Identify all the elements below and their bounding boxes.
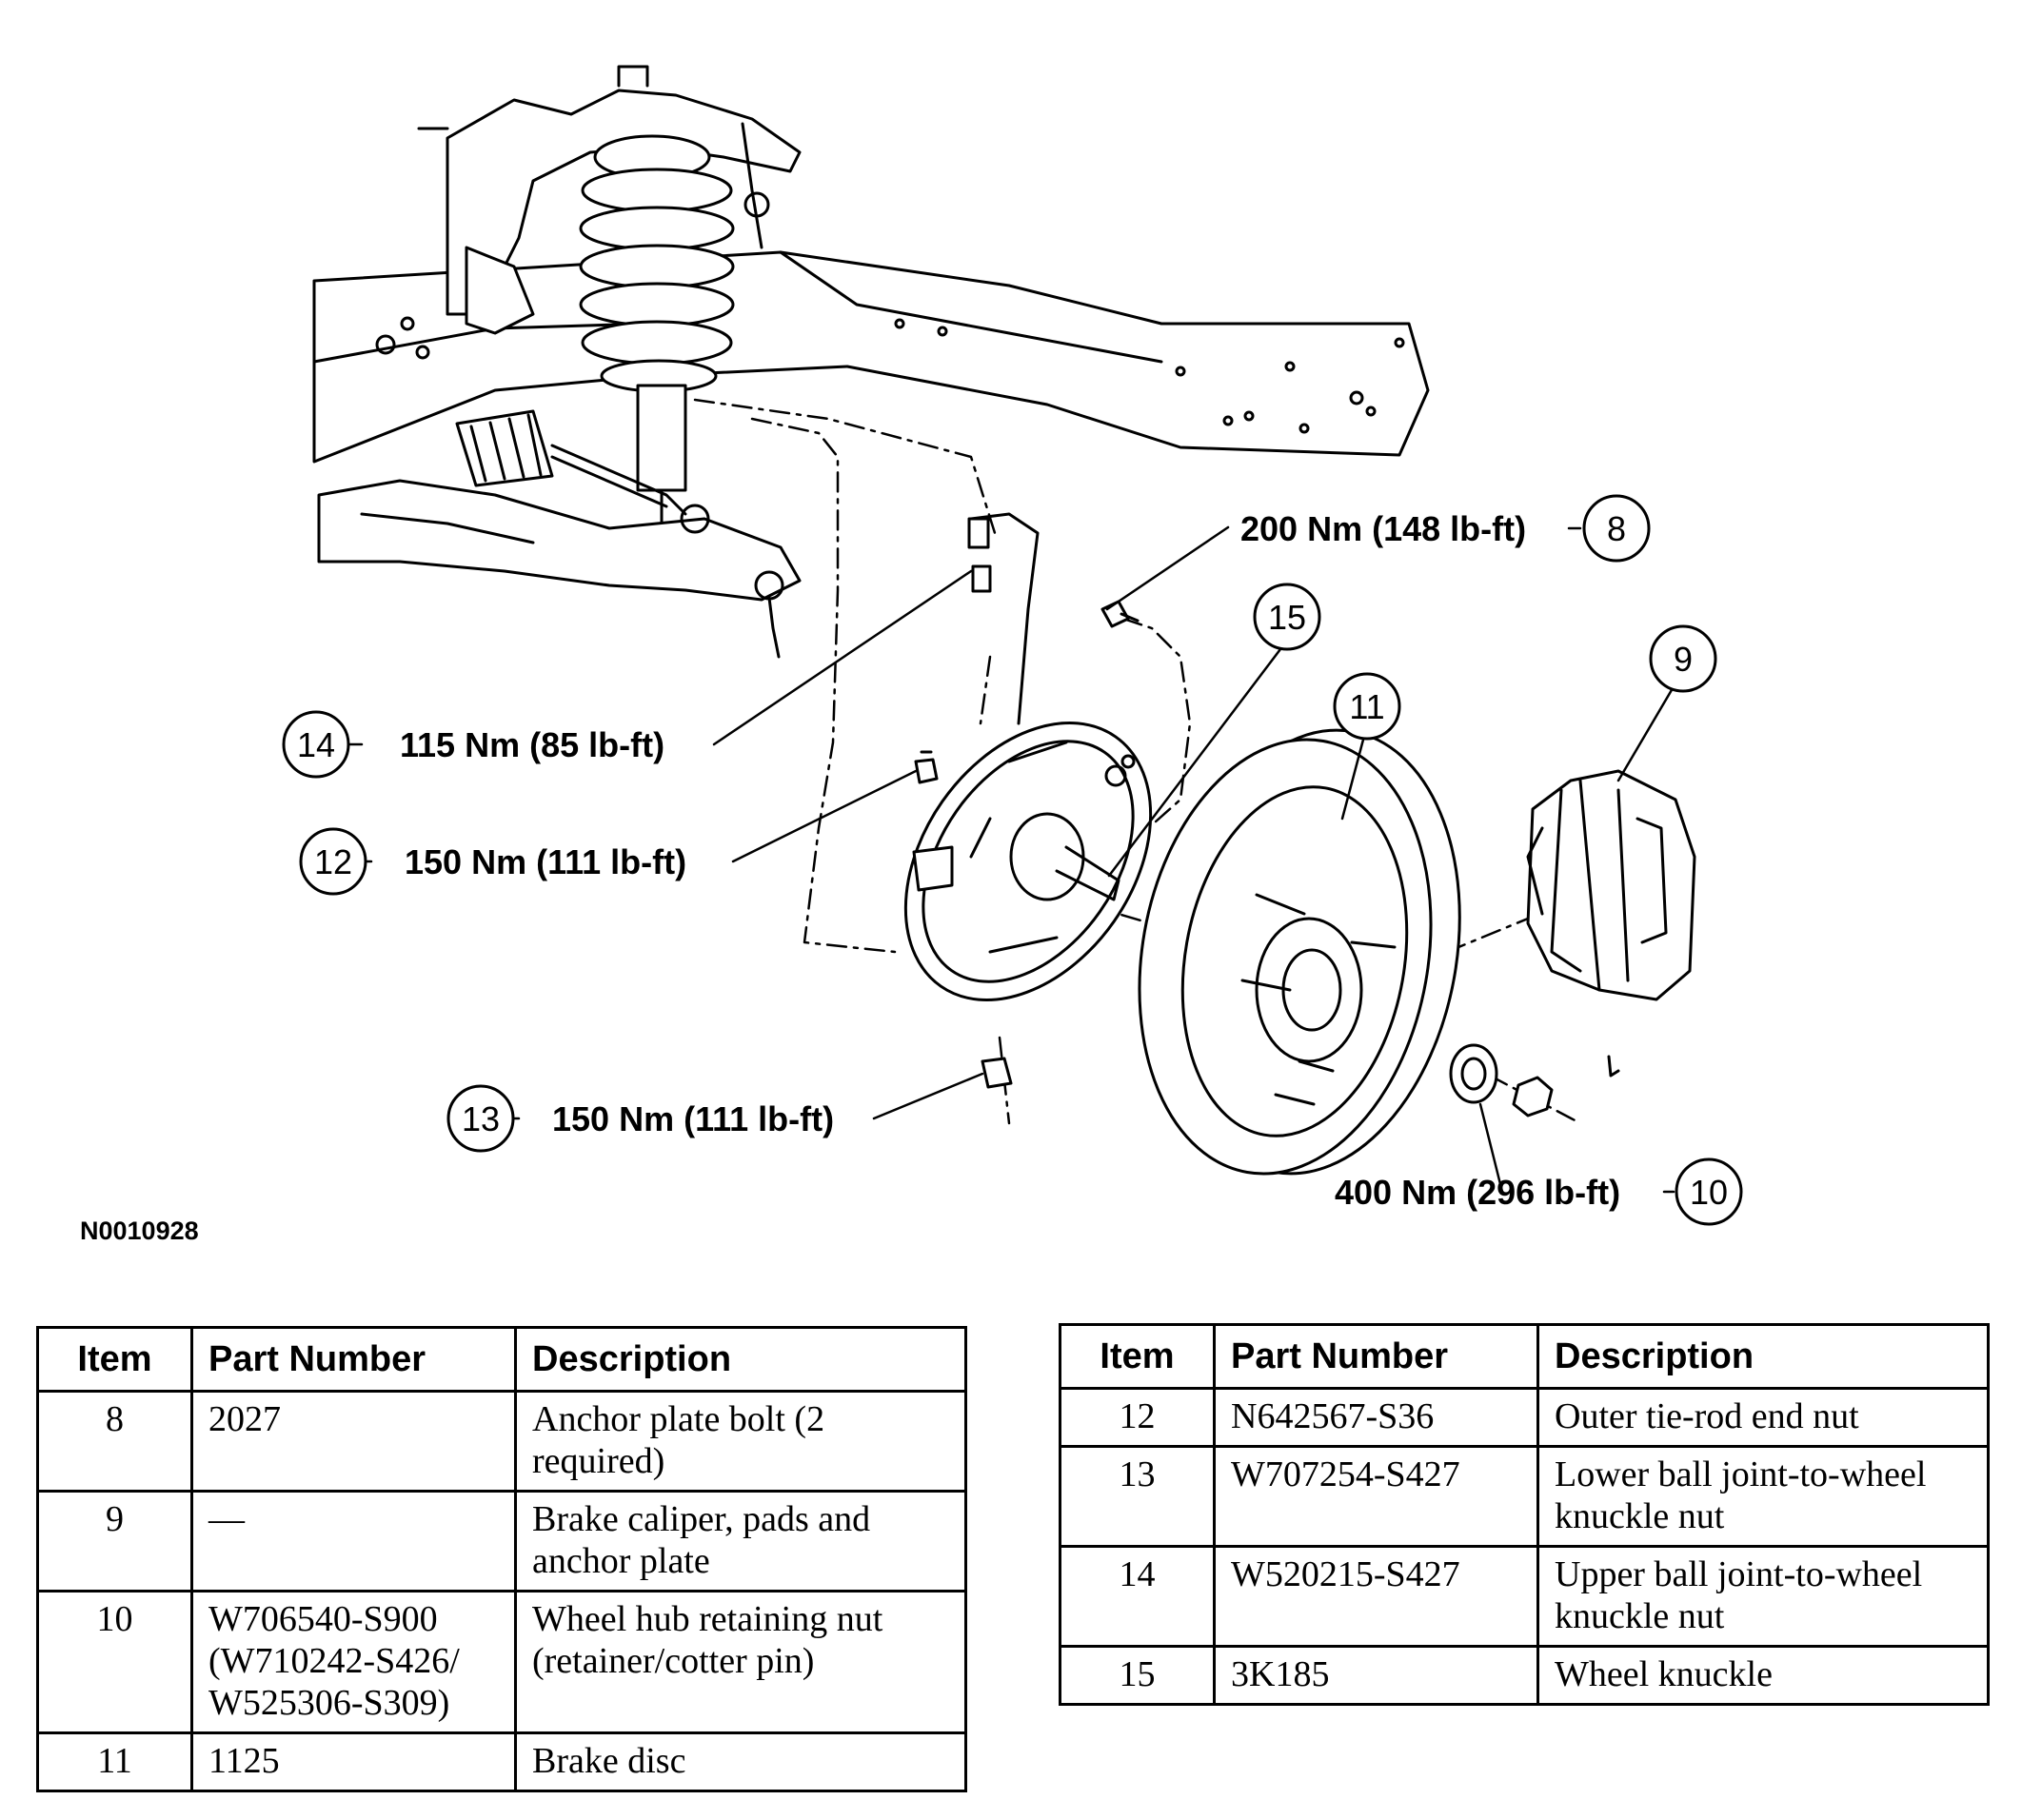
torque-label-13: 150 Nm (111 lb-ft) <box>552 1099 834 1138</box>
hub-retaining-nut <box>1449 1043 1620 1118</box>
callout-number-13: 13 <box>462 1099 500 1138</box>
cell-description: Brake caliper, pads and anchor plate <box>514 1490 967 1592</box>
torque-label-8: 200 Nm (148 lb-ft) <box>1240 509 1526 548</box>
callout-12: 12 150 Nm (111 lb-ft) <box>299 827 686 896</box>
callout-10: 400 Nm (296 lb-ft) 10 <box>1335 1157 1743 1226</box>
callout-14: 14 115 Nm (85 lb-ft) <box>282 710 664 779</box>
callout-13: 13 150 Nm (111 lb-ft) <box>446 1084 834 1153</box>
cell-part-number: W707254-S427 <box>1213 1445 1539 1548</box>
svg-text:15: 15 <box>1268 598 1306 637</box>
brake-disc <box>1138 728 1461 1176</box>
svg-text:11: 11 <box>1349 687 1384 726</box>
torque-label-14: 115 Nm (85 lb-ft) <box>400 725 664 764</box>
cell-item: 15 <box>1059 1645 1216 1706</box>
table-row: 13 W707254-S427 Lower ball joint-to-whee… <box>1059 1445 1990 1548</box>
header-description: Description <box>514 1326 967 1393</box>
header-item: Item <box>1059 1323 1216 1390</box>
header-item: Item <box>36 1326 193 1393</box>
cell-item: 13 <box>1059 1445 1216 1548</box>
table-row: 8 2027 Anchor plate bolt (2 required) <box>36 1390 967 1493</box>
leader-lines <box>347 525 1677 1194</box>
header-description: Description <box>1536 1323 1990 1390</box>
callout-number-14: 14 <box>297 725 335 764</box>
table-row: 10 W706540-S900 (W710242-S426/ W525306-S… <box>36 1590 967 1734</box>
table-row: 14 W520215-S427 Upper ball joint-to-whee… <box>1059 1545 1990 1648</box>
tie-rod-nut <box>914 750 939 784</box>
table-row: 15 3K185 Wheel knuckle <box>1059 1645 1990 1706</box>
cell-description: Brake disc <box>514 1731 967 1792</box>
parts-table-left: Item Part Number Description 8 2027 Anch… <box>36 1326 967 1792</box>
cell-item: 11 <box>36 1731 193 1792</box>
wheel-knuckle <box>903 512 1153 1001</box>
brake-caliper <box>1526 769 1696 1001</box>
cell-description: Wheel knuckle <box>1536 1645 1990 1706</box>
cell-description: Anchor plate bolt (2 required) <box>514 1390 967 1493</box>
parts-table-right: Item Part Number Description 12 N642567-… <box>1059 1323 1990 1706</box>
cell-item: 12 <box>1059 1387 1216 1448</box>
part-label-11: 11 <box>1333 672 1401 741</box>
cell-part-number: N642567-S36 <box>1213 1387 1539 1448</box>
svg-text:9: 9 <box>1674 640 1693 679</box>
table-header-row: Item Part Number Description <box>1059 1323 1990 1390</box>
cell-description: Lower ball joint-to-wheel knuckle nut <box>1536 1445 1990 1548</box>
suspension-exploded-diagram: 200 Nm (148 lb-ft) 8 14 115 Nm (85 lb-ft… <box>282 65 1743 1226</box>
callout-8: 200 Nm (148 lb-ft) 8 <box>1240 494 1651 563</box>
cell-description: Wheel hub retaining nut (retainer/cotter… <box>514 1590 967 1734</box>
table-row: 12 N642567-S36 Outer tie-rod end nut <box>1059 1387 1990 1448</box>
cell-part-number: 3K185 <box>1213 1645 1539 1706</box>
figure-id: N0010928 <box>80 1217 199 1245</box>
tie-rod-boot <box>455 409 687 516</box>
part-label-15: 15 <box>1253 583 1321 651</box>
cell-part-number: — <box>190 1490 517 1592</box>
cell-description: Outer tie-rod end nut <box>1536 1387 1990 1448</box>
cell-part-number: 1125 <box>190 1731 517 1792</box>
callout-number-8: 8 <box>1607 509 1626 548</box>
cell-part-number: W706540-S900 (W710242-S426/ W525306-S309… <box>190 1590 517 1734</box>
coil-spring <box>579 134 735 535</box>
cell-item: 10 <box>36 1590 193 1734</box>
table-row: 11 1125 Brake disc <box>36 1731 967 1792</box>
table-header-row: Item Part Number Description <box>36 1326 967 1393</box>
callout-number-12: 12 <box>314 842 352 881</box>
cell-item: 8 <box>36 1390 193 1493</box>
callout-number-10: 10 <box>1690 1173 1728 1212</box>
cell-item: 9 <box>36 1490 193 1592</box>
upper-control-arm <box>417 65 802 335</box>
torque-label-10: 400 Nm (296 lb-ft) <box>1335 1173 1620 1212</box>
table-row: 9 — Brake caliper, pads and anchor plate <box>36 1490 967 1592</box>
part-label-9: 9 <box>1649 624 1717 693</box>
cell-description: Upper ball joint-to-wheel knuckle nut <box>1536 1545 1990 1648</box>
lower-control-arm <box>317 479 802 659</box>
cell-part-number: 2027 <box>190 1390 517 1493</box>
cell-part-number: W520215-S427 <box>1213 1545 1539 1648</box>
lower-ball-joint-nut <box>981 1057 1013 1089</box>
header-part-number: Part Number <box>190 1326 517 1393</box>
cell-item: 14 <box>1059 1545 1216 1648</box>
torque-label-12: 150 Nm (111 lb-ft) <box>405 842 686 881</box>
header-part-number: Part Number <box>1213 1323 1539 1390</box>
